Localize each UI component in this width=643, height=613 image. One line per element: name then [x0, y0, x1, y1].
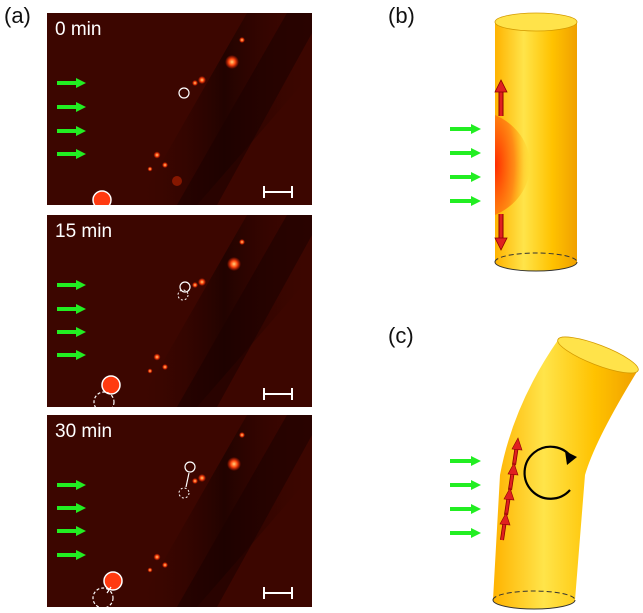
rotation-arrow-icon — [523, 445, 577, 500]
green-arrow-icon — [57, 280, 86, 360]
microscopy-frame-15: 15 min — [47, 215, 312, 407]
green-arrow-icon — [450, 124, 481, 206]
microscopy-frame-0: 0 min — [47, 13, 312, 205]
panel-label-c: (c) — [388, 323, 414, 348]
green-arrow-icon — [57, 78, 86, 159]
time-label: 15 min — [55, 221, 113, 242]
bent-cylinder-diagram — [450, 336, 639, 610]
scale-bar-icon — [263, 186, 293, 198]
time-label: 0 min — [55, 19, 102, 40]
scale-bar-icon — [263, 587, 293, 599]
straight-cylinder-diagram — [450, 12, 578, 272]
panel-label-b: (b) — [388, 3, 415, 28]
red-arrow-icon — [494, 214, 508, 251]
time-label: 30 min — [55, 421, 113, 442]
microscopy-frame-30: 30 min — [47, 415, 312, 607]
green-arrow-icon — [57, 480, 86, 560]
scale-bar-icon — [263, 388, 293, 400]
panel-label-a: (a) — [4, 3, 31, 28]
green-arrow-icon — [450, 456, 481, 538]
red-arrow-icon — [494, 79, 508, 116]
